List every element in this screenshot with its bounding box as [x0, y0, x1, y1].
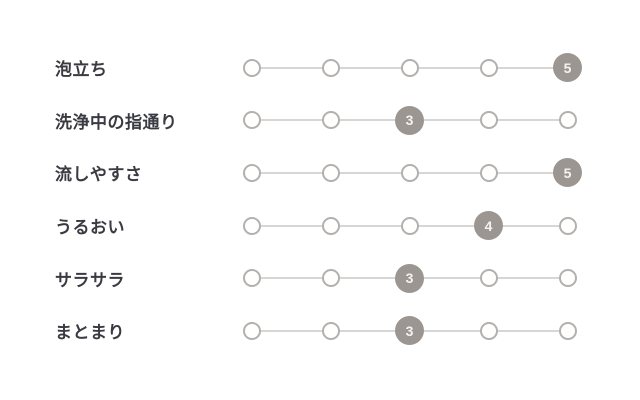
rating-step: [237, 316, 266, 345]
rating-step: 5: [553, 53, 582, 83]
rating-label: 洗浄中の指通り: [55, 112, 178, 132]
rating-step: [316, 211, 345, 240]
rating-step: [316, 106, 345, 135]
rating-step: [553, 264, 582, 293]
rating-track: 5: [237, 53, 582, 83]
rating-dot-selected: 5: [553, 158, 582, 188]
rating-row: 洗浄中の指通り 3: [0, 94, 640, 147]
rating-label: 流しやすさ: [55, 165, 143, 185]
rating-label: うるおい: [55, 218, 125, 238]
rating-dot: [242, 216, 261, 235]
rating-dot: [479, 163, 498, 182]
rating-step: 5: [553, 158, 582, 188]
rating-step: 3: [395, 316, 424, 346]
rating-dot: [558, 321, 577, 340]
rating-dot: [558, 111, 577, 130]
rating-dot: [321, 269, 340, 288]
rating-dot: [242, 163, 261, 182]
rating-step: [474, 106, 503, 135]
rating-dot: [321, 216, 340, 235]
rating-row: 泡立ち 5: [0, 42, 640, 95]
rating-label: 泡立ち: [55, 60, 108, 80]
rating-dot-selected: 5: [553, 53, 582, 83]
rating-step: [395, 158, 424, 187]
rating-dot: [321, 111, 340, 130]
rating-step: [237, 158, 266, 187]
rating-label: サラサラ: [55, 270, 125, 290]
rating-step: [395, 53, 424, 82]
rating-row: まとまり 3: [0, 304, 640, 357]
rating-label: まとまり: [55, 323, 125, 343]
rating-step: 4: [474, 211, 503, 241]
rating-dot: [242, 269, 261, 288]
rating-track: 3: [237, 316, 582, 346]
rating-dot-selected: 3: [395, 263, 424, 293]
rating-step: [237, 53, 266, 82]
rating-step: 3: [395, 105, 424, 135]
rating-step: [316, 158, 345, 187]
rating-dot: [479, 111, 498, 130]
rating-dot: [321, 58, 340, 77]
rating-step: [474, 53, 503, 82]
rating-dot: [479, 58, 498, 77]
rating-track: 4: [237, 211, 582, 241]
rating-dot: [400, 216, 419, 235]
rating-step: [474, 316, 503, 345]
rating-step: [237, 211, 266, 240]
rating-step: [474, 264, 503, 293]
rating-dot: [479, 321, 498, 340]
rating-row: 流しやすさ 5: [0, 147, 640, 200]
rating-dot: [242, 58, 261, 77]
rating-dot-selected: 3: [395, 105, 424, 135]
rating-step: [237, 264, 266, 293]
rating-dot: [400, 58, 419, 77]
rating-dot: [558, 216, 577, 235]
rating-dot: [479, 269, 498, 288]
rating-dot: [321, 321, 340, 340]
rating-dot: [400, 163, 419, 182]
rating-step: [395, 211, 424, 240]
rating-step: [553, 106, 582, 135]
rating-rows: 泡立ち 5 洗浄中の指通り 3 流しやすさ 5 うるおい 4 サラサラ 3 まとまり 3: [0, 42, 640, 358]
rating-dot: [242, 111, 261, 130]
rating-step: [237, 106, 266, 135]
rating-row: サラサラ 3: [0, 252, 640, 305]
rating-step: [316, 316, 345, 345]
rating-step: [474, 158, 503, 187]
rating-dot-selected: 3: [395, 316, 424, 346]
rating-step: [316, 264, 345, 293]
rating-step: [316, 53, 345, 82]
rating-step: 3: [395, 263, 424, 293]
rating-step: [553, 211, 582, 240]
rating-dot: [242, 321, 261, 340]
rating-track: 3: [237, 263, 582, 293]
rating-step: [553, 316, 582, 345]
rating-track: 3: [237, 105, 582, 135]
rating-track: 5: [237, 158, 582, 188]
rating-dot: [321, 163, 340, 182]
rating-dot: [558, 269, 577, 288]
rating-row: うるおい 4: [0, 199, 640, 252]
rating-dot-selected: 4: [474, 211, 503, 241]
